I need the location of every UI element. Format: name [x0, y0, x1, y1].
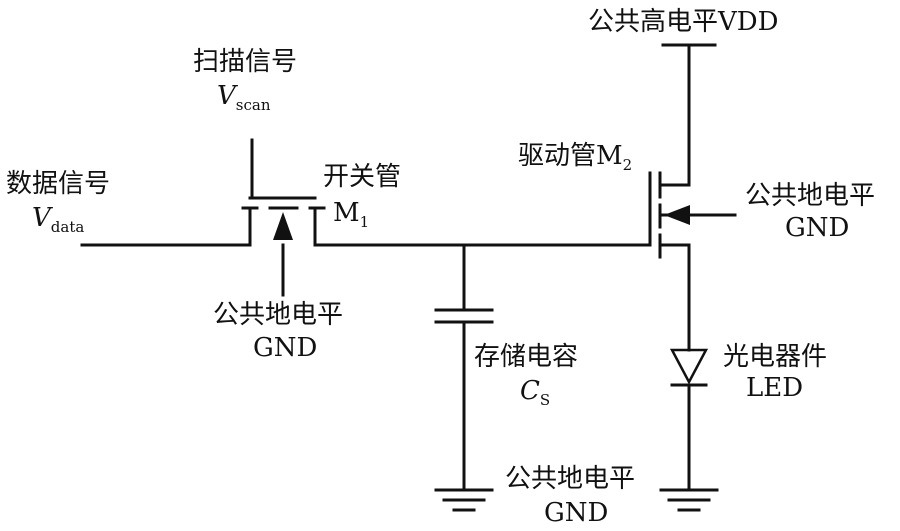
ground-symbol-led: [659, 488, 719, 512]
switch-transistor-m1: [241, 138, 326, 297]
storage-capacitor: [434, 243, 494, 492]
data-signal-title: 数据信号: [6, 169, 111, 199]
data-signal-symbol: Vdata: [32, 203, 85, 236]
scan-signal-symbol: Vscan: [217, 81, 271, 114]
vdd-rail: [661, 43, 717, 187]
switch-transistor-symbol: M1: [333, 198, 370, 231]
gnd-m2-sub: GND: [785, 213, 850, 243]
gnd-m1-title: 公共地电平: [213, 300, 344, 330]
scan-signal-title: 扫描信号: [193, 47, 298, 77]
gnd-bottom-sub: GND: [544, 498, 609, 528]
switch-transistor-title: 开关管: [323, 162, 402, 192]
capacitor-symbol: CS: [520, 376, 551, 409]
drive-transistor-m2: [648, 171, 737, 259]
led-sub: LED: [746, 373, 804, 403]
led-device: [669, 243, 709, 492]
ground-symbol-capacitor: [434, 488, 494, 512]
vdd-label: 公共高电平VDD: [588, 7, 779, 37]
gnd-bottom-title: 公共地电平: [505, 464, 636, 494]
capacitor-title: 存储电容: [474, 342, 579, 372]
gnd-m2-title: 公共地电平: [745, 181, 876, 211]
drive-transistor-label: 驱动管M2: [518, 141, 633, 174]
gnd-m1-sub: GND: [253, 333, 318, 363]
led-title: 光电器件: [723, 342, 828, 372]
